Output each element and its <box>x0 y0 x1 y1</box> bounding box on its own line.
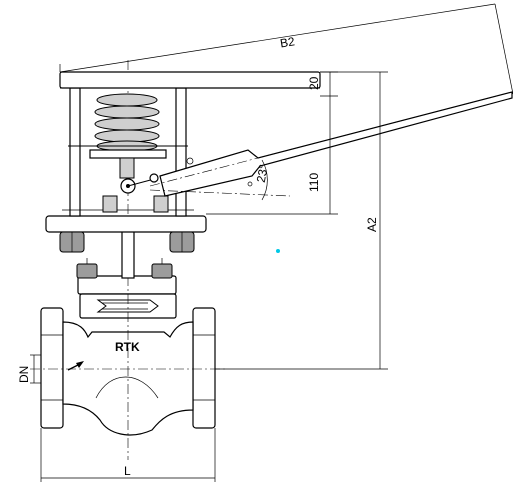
dimension-dn: DN <box>17 354 41 384</box>
bonnet-nut-left <box>76 263 98 279</box>
marker-dot <box>276 249 280 253</box>
spring <box>94 93 160 152</box>
dimension-l: L <box>40 428 216 482</box>
dimension-110: 110 <box>206 96 338 215</box>
dim-dn-label: DN <box>17 366 31 383</box>
body-outline <box>62 321 194 436</box>
dim-110-label: 110 <box>307 173 321 192</box>
spring-housing <box>59 71 321 179</box>
flow-arrow-icon <box>67 361 84 371</box>
dim-angle-label: 23° <box>254 163 271 184</box>
dim-l-label: L <box>124 464 131 478</box>
dimension-angle: 23° <box>254 163 271 184</box>
brand-logo: RTK <box>115 340 140 354</box>
top-cap <box>59 71 321 89</box>
dimension-a2: A2 <box>215 71 388 370</box>
lever-arm <box>159 91 513 197</box>
dimension-b2: B2 <box>59 3 513 95</box>
dim-a2-label: A2 <box>365 217 379 232</box>
dim-b2-label: B2 <box>279 34 296 50</box>
right-flange <box>192 307 216 429</box>
stem-assembly <box>45 60 207 460</box>
left-flange <box>40 307 64 429</box>
bonnet-nut-right <box>151 263 173 279</box>
lever <box>120 91 513 201</box>
yoke-plate <box>45 215 207 233</box>
valve-body: RTK <box>30 307 228 436</box>
dim-20-label: 20 <box>307 76 321 90</box>
